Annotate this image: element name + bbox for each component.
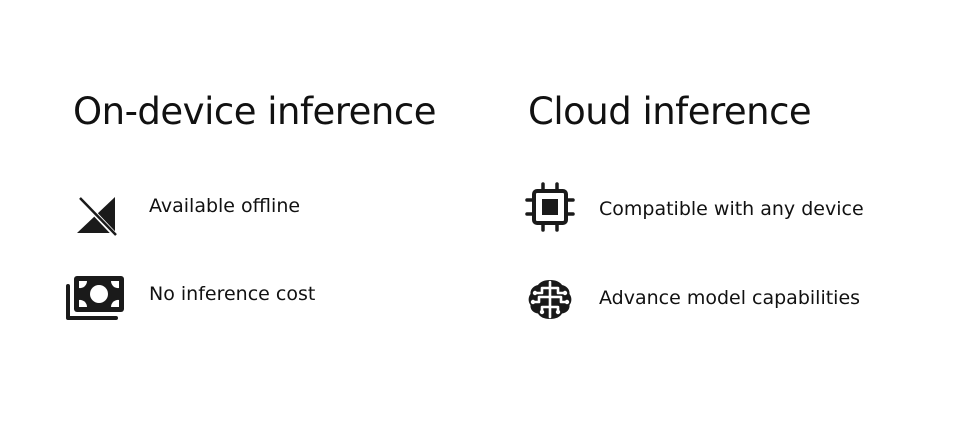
- chip-icon: [525, 182, 575, 232]
- feature-compatible-any-device: Compatible with any device: [480, 180, 959, 236]
- signal-off-icon: [77, 195, 119, 237]
- feature-label: Advance model capabilities: [599, 287, 861, 309]
- brain-circuit-icon: [528, 280, 572, 319]
- feature-label: No inference cost: [149, 283, 316, 305]
- feature-available-offline: Available offline: [0, 185, 480, 241]
- feature-advance-model-capabilities: Advance model capabilities: [480, 272, 959, 328]
- on-device-column: On-device inference Available offline No…: [0, 90, 480, 326]
- feature-no-inference-cost: No inference cost: [0, 270, 480, 326]
- on-device-title: On-device inference: [73, 90, 436, 133]
- feature-label: Compatible with any device: [599, 198, 864, 220]
- money-stack-icon: [66, 276, 124, 320]
- cloud-column: Cloud inference Compatible with any devi…: [480, 0, 959, 423]
- cloud-title: Cloud inference: [528, 90, 812, 133]
- feature-label: Available offline: [149, 195, 301, 217]
